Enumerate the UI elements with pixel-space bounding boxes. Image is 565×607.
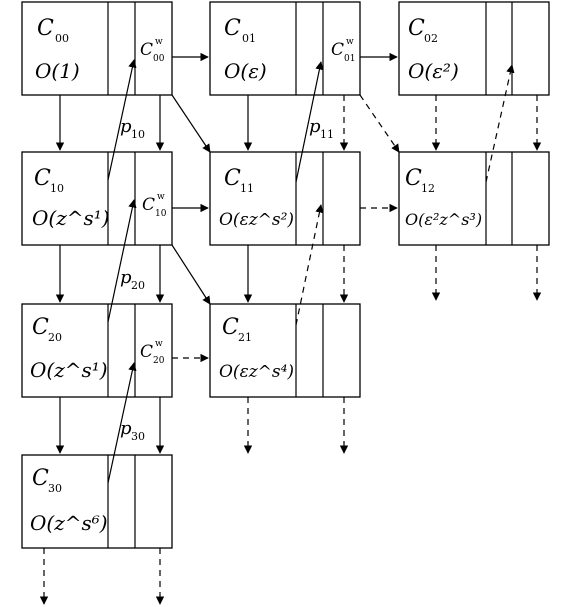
c12-name: C [405,166,422,191]
c01-w-sup: w [346,37,354,47]
c10-order: O(z^s¹) [32,206,110,230]
c01-name: C [224,16,241,41]
node-c01: C 01 O(ε) C w 01 [209,1,361,96]
c30-name: C [32,466,49,491]
p20-idx: 20 [131,279,145,292]
p30-idx: 30 [131,430,145,443]
c01-w-idx: 01 [344,54,355,64]
node-c10: C 10 O(z^s¹) C w 10 [21,151,173,246]
p11-idx: 11 [320,128,334,141]
p10-idx: 10 [131,128,145,141]
c01-idx: 01 [242,32,256,45]
c10-idx: 10 [50,182,64,195]
node-c21: C 21 O(εz^s⁴) [209,303,361,398]
p20-name: p [120,267,132,288]
c12-order: O(ε²z^s³) [405,210,482,229]
c11-idx: 11 [240,182,254,195]
c02-order: O(ε²) [408,59,459,83]
dashed-arrows [39,64,542,605]
c10-w-idx: 10 [155,209,167,219]
arrow-p10 [107,59,137,181]
c02-idx: 02 [424,32,438,45]
c00-order: O(1) [35,59,80,83]
node-c00: C 00 O(1) C w 00 [21,1,173,96]
c20-w-name: C [140,342,153,362]
c10-w-sup: w [157,192,165,202]
c00-w-sup: w [155,37,163,47]
c00-idx: 00 [55,32,69,45]
arrow-c10-c21 [171,244,211,305]
node-c30: C 30 O(z^s⁶) [21,454,173,549]
node-c20: C 20 O(z^s¹) C w 20 [21,303,173,398]
p10-name: p [120,116,132,137]
c00-name: C [37,16,54,41]
c01-w-name: C [331,40,344,60]
c20-idx: 20 [48,331,62,344]
c21-name: C [222,315,239,340]
node-c02: C 02 O(ε²) [398,1,550,96]
c20-order: O(z^s¹) [30,358,108,382]
dash-c21-c11 [295,204,324,326]
c21-order: O(εz^s⁴) [219,362,294,382]
arrow-p30 [107,362,137,484]
c11-order: O(εz^s²) [219,210,294,230]
c21-idx: 21 [238,331,252,344]
c02-name: C [408,16,425,41]
p30-label: p 30 [120,418,145,443]
solid-arrows [55,52,398,484]
c20-w-idx: 20 [153,356,165,366]
c11-name: C [224,166,241,191]
c20-w-sup: w [155,339,163,349]
c00-w-name: C [140,40,153,60]
node-c11: C 11 O(εz^s²) [209,151,361,246]
c20-name: C [32,315,49,340]
p10-label: p 10 [120,116,145,141]
p11-label: p 11 [309,116,334,141]
dash-c01-c12 [359,94,400,153]
node-c12: C 12 O(ε²z^s³) [398,151,550,246]
c30-idx: 30 [48,482,62,495]
c12-idx: 12 [421,182,435,195]
p11-name: p [309,116,321,137]
arrow-p11 [295,61,324,183]
p20-label: p 20 [120,267,145,292]
arrow-p20 [107,199,137,323]
c00-w-idx: 00 [153,54,165,64]
dash-c12-c02 [485,64,515,183]
p30-name: p [120,418,132,439]
c10-name: C [34,166,51,191]
c01-order: O(ε) [224,59,267,83]
arrow-c00-c11 [171,94,211,153]
c10-w-name: C [142,195,155,215]
c30-order: O(z^s⁶) [30,511,108,535]
